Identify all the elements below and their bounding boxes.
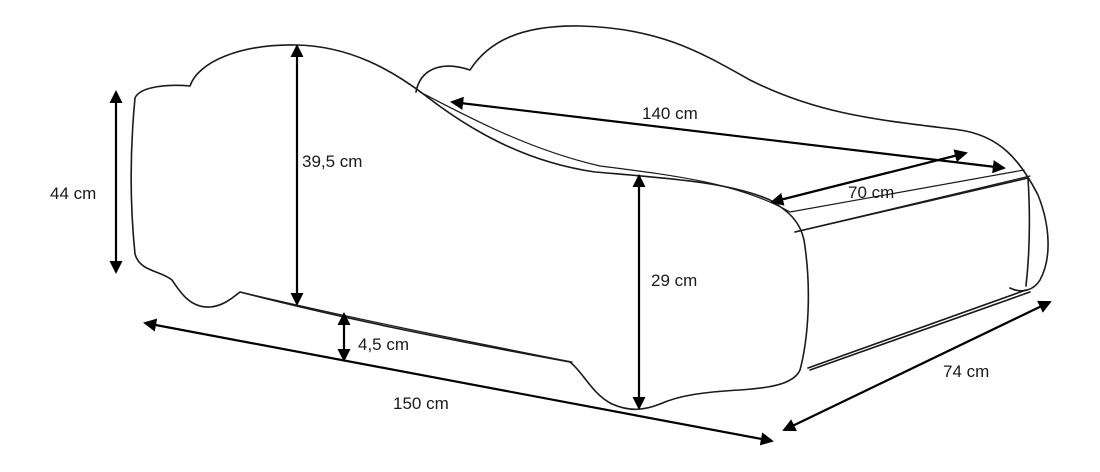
- car-bed-outline: [130, 25, 1049, 411]
- leg-height-label: 4,5 cm: [358, 335, 409, 354]
- front-height-label: 29 cm: [651, 271, 697, 290]
- inner-length-arrow: [450, 96, 1006, 174]
- total-length-arrow: [143, 318, 774, 446]
- end-panel: [794, 177, 1031, 371]
- inner-width-label: 70 cm: [848, 183, 894, 202]
- total-length-label: 150 cm: [393, 394, 449, 413]
- total-height-label: 44 cm: [50, 184, 96, 203]
- back-side-panel: [415, 25, 1049, 292]
- total-width-label: 74 cm: [943, 362, 989, 381]
- dimension-arrows: [109, 44, 1052, 446]
- total-width-arrow: [782, 300, 1052, 432]
- inner-length-label: 140 cm: [642, 104, 698, 123]
- dimension-labels: 44 cm 39,5 cm 140 cm 70 cm 29 cm 4,5 cm …: [50, 104, 989, 413]
- mattress-platform-edge: [419, 91, 1031, 233]
- inner-width-arrow: [770, 149, 968, 206]
- side-height-label: 39,5 cm: [302, 152, 362, 171]
- front-side-panel: [130, 44, 810, 411]
